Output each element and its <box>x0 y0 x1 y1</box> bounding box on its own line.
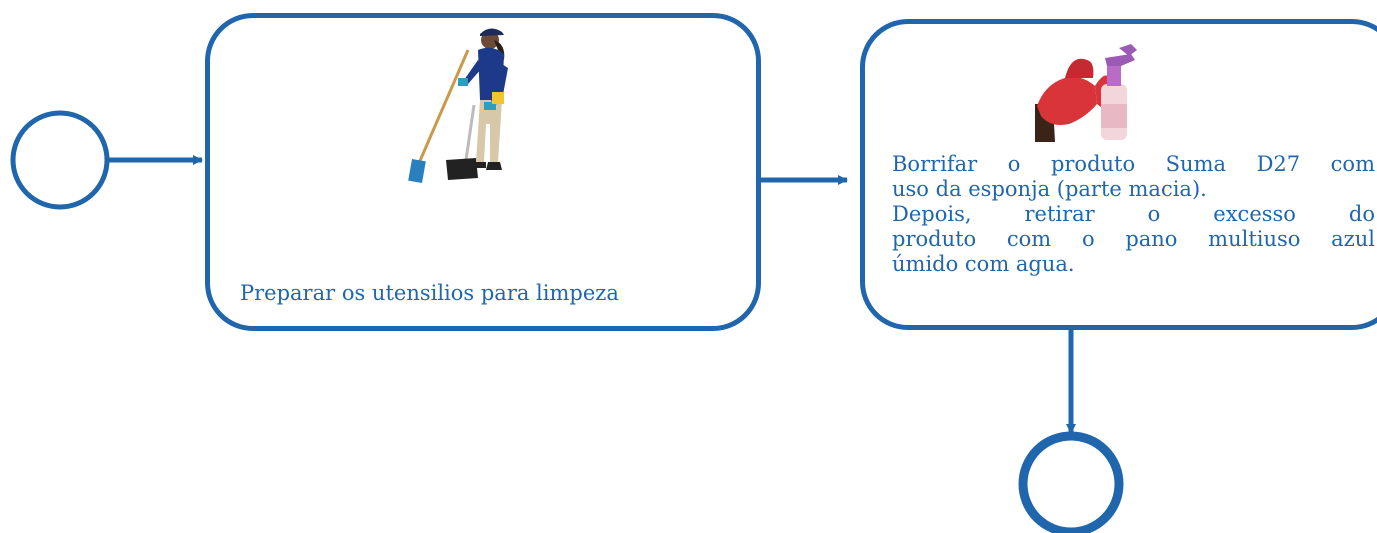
task-label-line: Borrifar o produto Suma D27 com <box>892 152 1375 176</box>
task-label: Borrifar o produto Suma D27 com uso da e… <box>892 152 1375 277</box>
start-event[interactable] <box>10 110 110 210</box>
task-prepare-utensils[interactable]: Preparar os utensilios para limpeza <box>205 13 761 331</box>
end-event[interactable] <box>1018 431 1124 533</box>
task-label-line: produto com o pano multiuso azul <box>892 227 1375 251</box>
task-label-line: úmido com agua. <box>892 252 1075 276</box>
task-label-line: Depois, retirar o excesso do <box>892 202 1375 226</box>
task-spray-and-wipe[interactable]: Borrifar o produto Suma D27 com uso da e… <box>860 19 1377 330</box>
gloved-hand-holding-spray-bottle-icon <box>1035 44 1137 142</box>
janitor-with-broom-and-dustpan-icon <box>408 28 508 184</box>
task-label: Preparar os utensilios para limpeza <box>240 281 619 305</box>
task-label-line: uso da esponja (parte macia). <box>892 177 1207 201</box>
